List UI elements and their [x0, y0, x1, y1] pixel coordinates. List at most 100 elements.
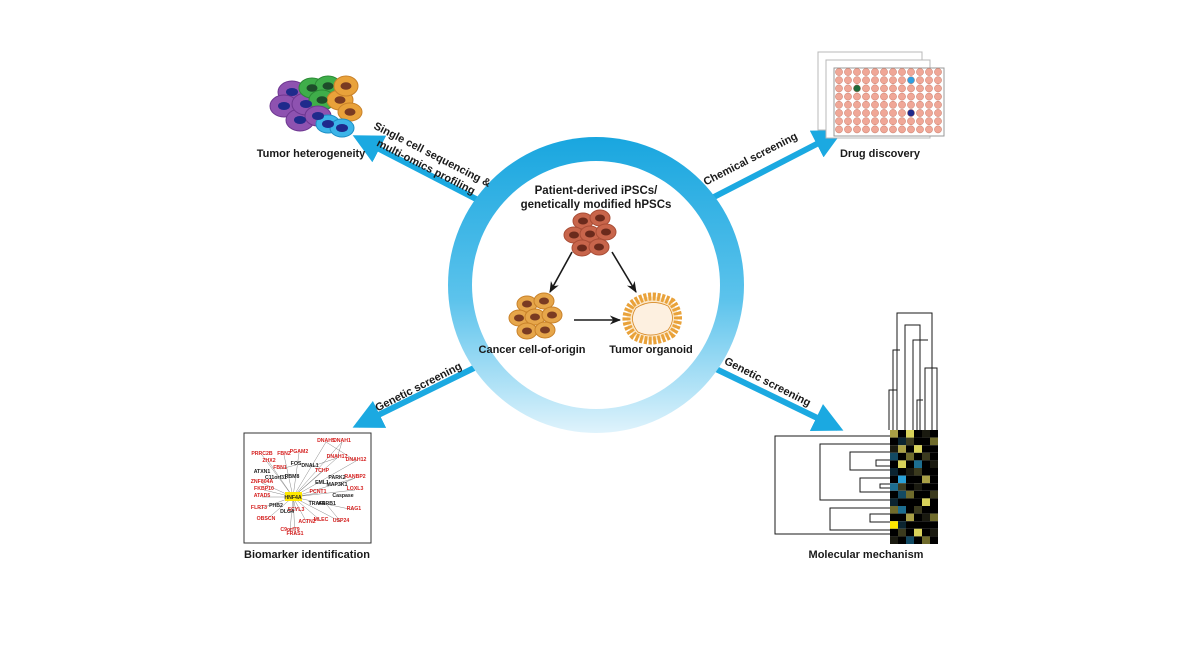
gene-label: OBSCN	[257, 516, 276, 522]
heatmap-cell	[890, 498, 898, 506]
heatmap-cell	[914, 452, 922, 461]
well-plate-well	[916, 125, 924, 134]
well-plate-well	[907, 68, 915, 76]
gene-label: SCYL3	[288, 507, 305, 513]
heatmap-cell	[914, 483, 922, 491]
heatmap-cell	[898, 498, 906, 506]
heatmap-cell	[922, 445, 930, 453]
heatmap-cell	[898, 513, 906, 522]
heatmap-cell	[890, 437, 898, 446]
gene-label: PCNT1	[309, 489, 326, 495]
heatmap-cell	[890, 528, 898, 537]
well-plate-well	[907, 76, 915, 85]
gene-label: PGAM2	[290, 449, 309, 455]
well-plate-well	[835, 109, 843, 117]
well-plate-well	[934, 84, 942, 93]
well-plate-well	[925, 117, 933, 126]
heatmap-cell	[890, 452, 898, 461]
central-ring	[448, 137, 744, 433]
heatmap-cell	[930, 506, 938, 514]
heatmap-cell	[930, 498, 938, 506]
gene-label: C9orf79	[280, 527, 299, 533]
well-plate-well	[844, 125, 852, 134]
heatmap-cell	[922, 521, 930, 529]
tumor-organoid-icon	[622, 292, 682, 345]
heatmap-cell	[898, 483, 906, 491]
heatmap-cell	[914, 498, 922, 506]
heatmap-cell	[906, 498, 914, 506]
well-plate-well	[907, 109, 915, 117]
cell-of-origin-label: Cancer cell-of-origin	[479, 344, 586, 356]
well-plate-well	[925, 125, 933, 134]
heatmap-cell	[898, 468, 906, 476]
well-plate-well	[871, 68, 879, 76]
heatmap-cell	[914, 430, 922, 438]
gene-label: DNAH1	[333, 438, 351, 444]
hub-gene-label: HNF4A	[284, 495, 302, 501]
heatmap-cell	[890, 445, 898, 453]
heatmap-cell	[898, 521, 906, 529]
gene-label: TCHP	[315, 468, 330, 474]
well-plate-well	[835, 125, 843, 134]
heatmap-cell	[930, 437, 938, 446]
heatmap-cell	[930, 452, 938, 461]
heatmap-cell	[922, 483, 930, 491]
well-plate-well	[862, 117, 870, 126]
heatmap-cell	[930, 513, 938, 522]
gene-label: ATAD5	[254, 493, 271, 499]
tumor-heterogeneity-cells-icon	[269, 75, 363, 138]
heatmap-cell	[930, 445, 938, 453]
well-plate-well	[880, 68, 888, 76]
heatmap-cell	[906, 536, 914, 544]
gene-label: ACTN2	[298, 519, 315, 525]
well-plate-well	[871, 76, 879, 85]
well-plate-well	[835, 68, 843, 76]
arrow-label-bottom-left: Genetic screening	[373, 360, 463, 414]
well-plate-well	[862, 109, 870, 117]
heatmap-cell	[930, 490, 938, 499]
well-plate-well	[916, 68, 924, 76]
heatmap-cell	[898, 452, 906, 461]
well-plate-well	[916, 76, 924, 85]
heatmap-cell	[890, 468, 898, 476]
well-plate-well	[853, 117, 861, 126]
well-plate-well	[862, 84, 870, 93]
well-plate-well	[907, 117, 915, 126]
heatmap-cell	[922, 498, 930, 506]
heatmap-cell	[890, 506, 898, 514]
well-plate-well	[916, 100, 924, 109]
well-plate-well	[889, 117, 897, 126]
gene-label: PARK2	[328, 475, 345, 481]
heatmap-cell	[898, 437, 906, 446]
well-plate-well	[871, 125, 879, 134]
gene-label: LOXL3	[347, 486, 364, 492]
arrow-bottom-left	[352, 365, 476, 428]
heatmap-cell	[930, 468, 938, 476]
heatmap-cell	[930, 475, 938, 484]
well-plate-well	[934, 100, 942, 109]
heatmap-cell	[890, 490, 898, 499]
heatmap-cell	[914, 468, 922, 476]
gene-label: ZHX2	[262, 458, 275, 464]
gene-label: ATXN1	[254, 469, 271, 475]
gene-label: FOS	[291, 461, 302, 467]
well-plate-well	[862, 68, 870, 76]
arrow-top-left	[352, 135, 480, 203]
heatmap-cell	[906, 506, 914, 514]
cell-of-origin-cluster-icon	[508, 292, 563, 340]
gene-label: FBN1	[273, 465, 287, 471]
well-plate-well	[844, 76, 852, 85]
well-plate-well	[844, 84, 852, 93]
well-plate-well	[898, 76, 906, 85]
heatmap-cell	[914, 475, 922, 484]
heatmap-cell	[906, 483, 914, 491]
well-plate-well	[889, 100, 897, 109]
well-plate-well	[934, 68, 942, 76]
well-plate-well	[916, 117, 924, 126]
gene-label: MLEC	[314, 517, 329, 523]
heatmap-cell	[898, 506, 906, 514]
well-plate-well	[862, 92, 870, 101]
heatmap-cell	[898, 460, 906, 468]
well-plate-well	[907, 92, 915, 101]
heatmap-cell	[922, 468, 930, 476]
